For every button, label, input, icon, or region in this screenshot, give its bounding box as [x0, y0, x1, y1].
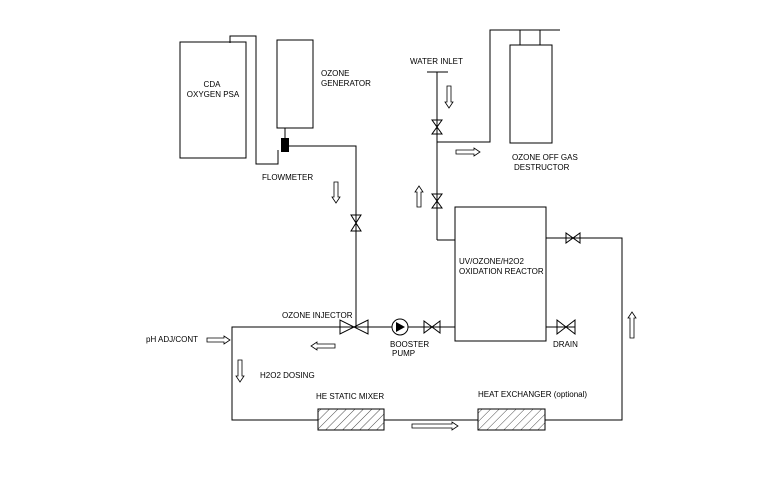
reactor-label-line2: OXIDATION REACTOR: [459, 267, 544, 276]
pump-label: PUMP: [392, 349, 415, 358]
pump-valve-icon: [423, 320, 441, 334]
flow-right-arrow-icon: [411, 421, 459, 431]
flowmeter-label: FLOWMETER: [262, 173, 313, 182]
drain-label: DRAIN: [553, 340, 578, 349]
reactor-label-line1: UV/OZONE/H2O2: [459, 257, 524, 266]
uv-ozone-h2o2-reactor: [454, 206, 547, 342]
cda-label: CDA: [204, 80, 222, 89]
ph-inlet-arrow-icon: [206, 335, 231, 345]
ozone-injector-icon: [339, 319, 369, 335]
flow-left-arrow-icon: [310, 341, 336, 351]
cda-to-generator-pipe: [229, 35, 279, 165]
ozone-off-gas-destructor-unit: [509, 44, 553, 144]
heat-exchanger-unit: [477, 408, 546, 431]
pump-arrow-icon: [396, 322, 405, 332]
water-inlet-down-arrow-icon: [444, 85, 454, 109]
return-up-arrow-icon: [627, 311, 637, 339]
flow-up-arrow-icon: [414, 185, 424, 208]
h2o2-dosing-label: H2O2 DOSING: [260, 371, 315, 380]
drain-valve-icon: [556, 318, 576, 336]
destructor-label: DESTRUCTOR: [514, 163, 570, 172]
ozone-injector-label: OZONE INJECTOR: [282, 311, 353, 320]
heat-exchanger-label: HEAT EXCHANGER (optional): [478, 390, 587, 399]
water-inlet-label: WATER INLET: [410, 57, 463, 66]
flowmeter-icon: [281, 138, 289, 152]
oxygen-psa-label: OXYGEN PSA: [187, 90, 240, 99]
static-mixer-label: HE STATIC MIXER: [316, 392, 384, 401]
flow-down-arrow-icon: [331, 181, 341, 204]
generator-label: GENERATOR: [321, 79, 371, 88]
static-mixer-unit: [317, 408, 385, 431]
ozone-gas-line: [284, 145, 357, 326]
off-gas-pipe: [437, 29, 560, 143]
ozone-off-gas-label: OZONE OFF GAS: [512, 153, 578, 162]
ozone-valve-icon: [350, 214, 362, 232]
booster-label: BOOSTER: [390, 340, 429, 349]
main-loop-pipe: [231, 326, 455, 421]
reactor-gas-valve-icon: [431, 193, 443, 209]
water-inlet-valve-icon: [431, 119, 443, 135]
reactor-outlet-pipe: [545, 237, 623, 421]
reactor-outlet-valve-icon: [565, 232, 581, 244]
ozone-generator-unit: [276, 39, 314, 129]
cda-oxygen-psa-unit: [179, 41, 247, 159]
ph-adj-label: pH ADJ/CONT: [146, 335, 198, 344]
ozone-label: OZONE: [321, 69, 349, 78]
dosing-down-arrow-icon: [235, 359, 245, 383]
off-gas-right-arrow-icon: [455, 147, 481, 157]
